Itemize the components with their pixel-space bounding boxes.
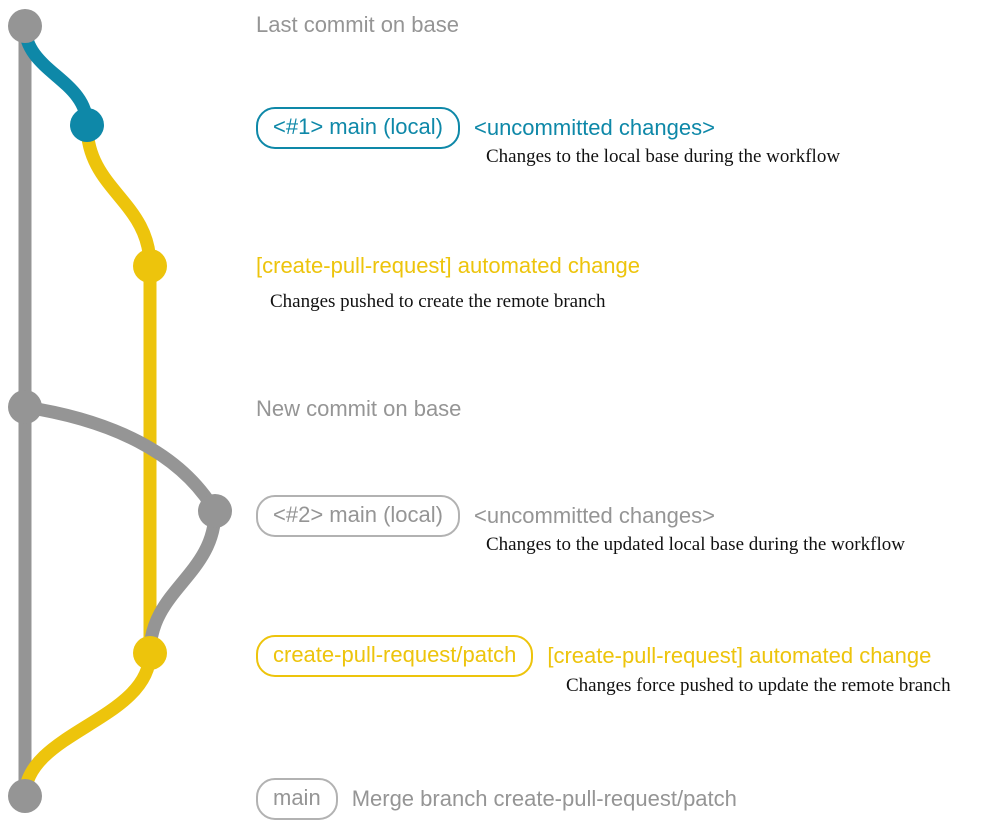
commit-caption-automated-change-update: Changes force pushed to update the remot… bbox=[566, 675, 951, 696]
commit-subject-automated-change-update: [create-pull-request] automated change bbox=[547, 643, 932, 668]
commit-node-patch-1[interactable] bbox=[133, 249, 167, 283]
commit-node-local-1[interactable] bbox=[70, 108, 104, 142]
commit-row-automated-change-update: create-pull-request/patch [create-pull-r… bbox=[256, 635, 931, 677]
commit-node-merge[interactable] bbox=[8, 779, 42, 813]
edge-local-2-to-patch-2 bbox=[143, 504, 222, 660]
commit-row-local-uncommitted-1: <#1> main (local) <uncommitted changes> bbox=[256, 107, 715, 149]
edge-patch-2-to-merge bbox=[18, 646, 157, 803]
commit-row-merge-commit: main Merge branch create-pull-request/pa… bbox=[256, 778, 737, 820]
commit-node-base-old[interactable] bbox=[8, 9, 42, 43]
edge-base-to-local-1 bbox=[18, 19, 94, 132]
commit-subject-merge-commit: Merge branch create-pull-request/patch bbox=[351, 786, 737, 811]
commit-subject-local-uncommitted-2: <uncommitted changes> bbox=[473, 503, 715, 528]
branch-badge-main-local-1[interactable]: <#1> main (local) bbox=[256, 107, 460, 149]
commit-caption-automated-change-create: Changes pushed to create the remote bran… bbox=[270, 291, 606, 312]
commit-caption-local-uncommitted-2: Changes to the updated local base during… bbox=[486, 534, 905, 555]
branch-badge-create-pull-request-patch[interactable]: create-pull-request/patch bbox=[256, 635, 534, 677]
branch-badge-main[interactable]: main bbox=[256, 778, 338, 820]
commit-caption-local-uncommitted-1: Changes to the local base during the wor… bbox=[486, 146, 841, 167]
commit-subject-new-commit-on-base: New commit on base bbox=[256, 396, 462, 421]
commit-subject-local-uncommitted-1: <uncommitted changes> bbox=[473, 115, 715, 140]
branch-badge-main-local-2[interactable]: <#2> main (local) bbox=[256, 495, 460, 537]
commit-row-local-uncommitted-2: <#2> main (local) <uncommitted changes> bbox=[256, 495, 715, 537]
commit-subject-last-commit-on-base: Last commit on base bbox=[256, 12, 459, 37]
commit-subject-automated-change-create: [create-pull-request] automated change bbox=[256, 253, 641, 278]
edge-local-1-to-patch-1 bbox=[80, 118, 157, 273]
commit-node-patch-2[interactable] bbox=[133, 636, 167, 670]
commit-node-base-new[interactable] bbox=[8, 390, 42, 424]
edge-new-base-to-local-2 bbox=[18, 400, 222, 518]
commit-node-local-2[interactable] bbox=[198, 494, 232, 528]
